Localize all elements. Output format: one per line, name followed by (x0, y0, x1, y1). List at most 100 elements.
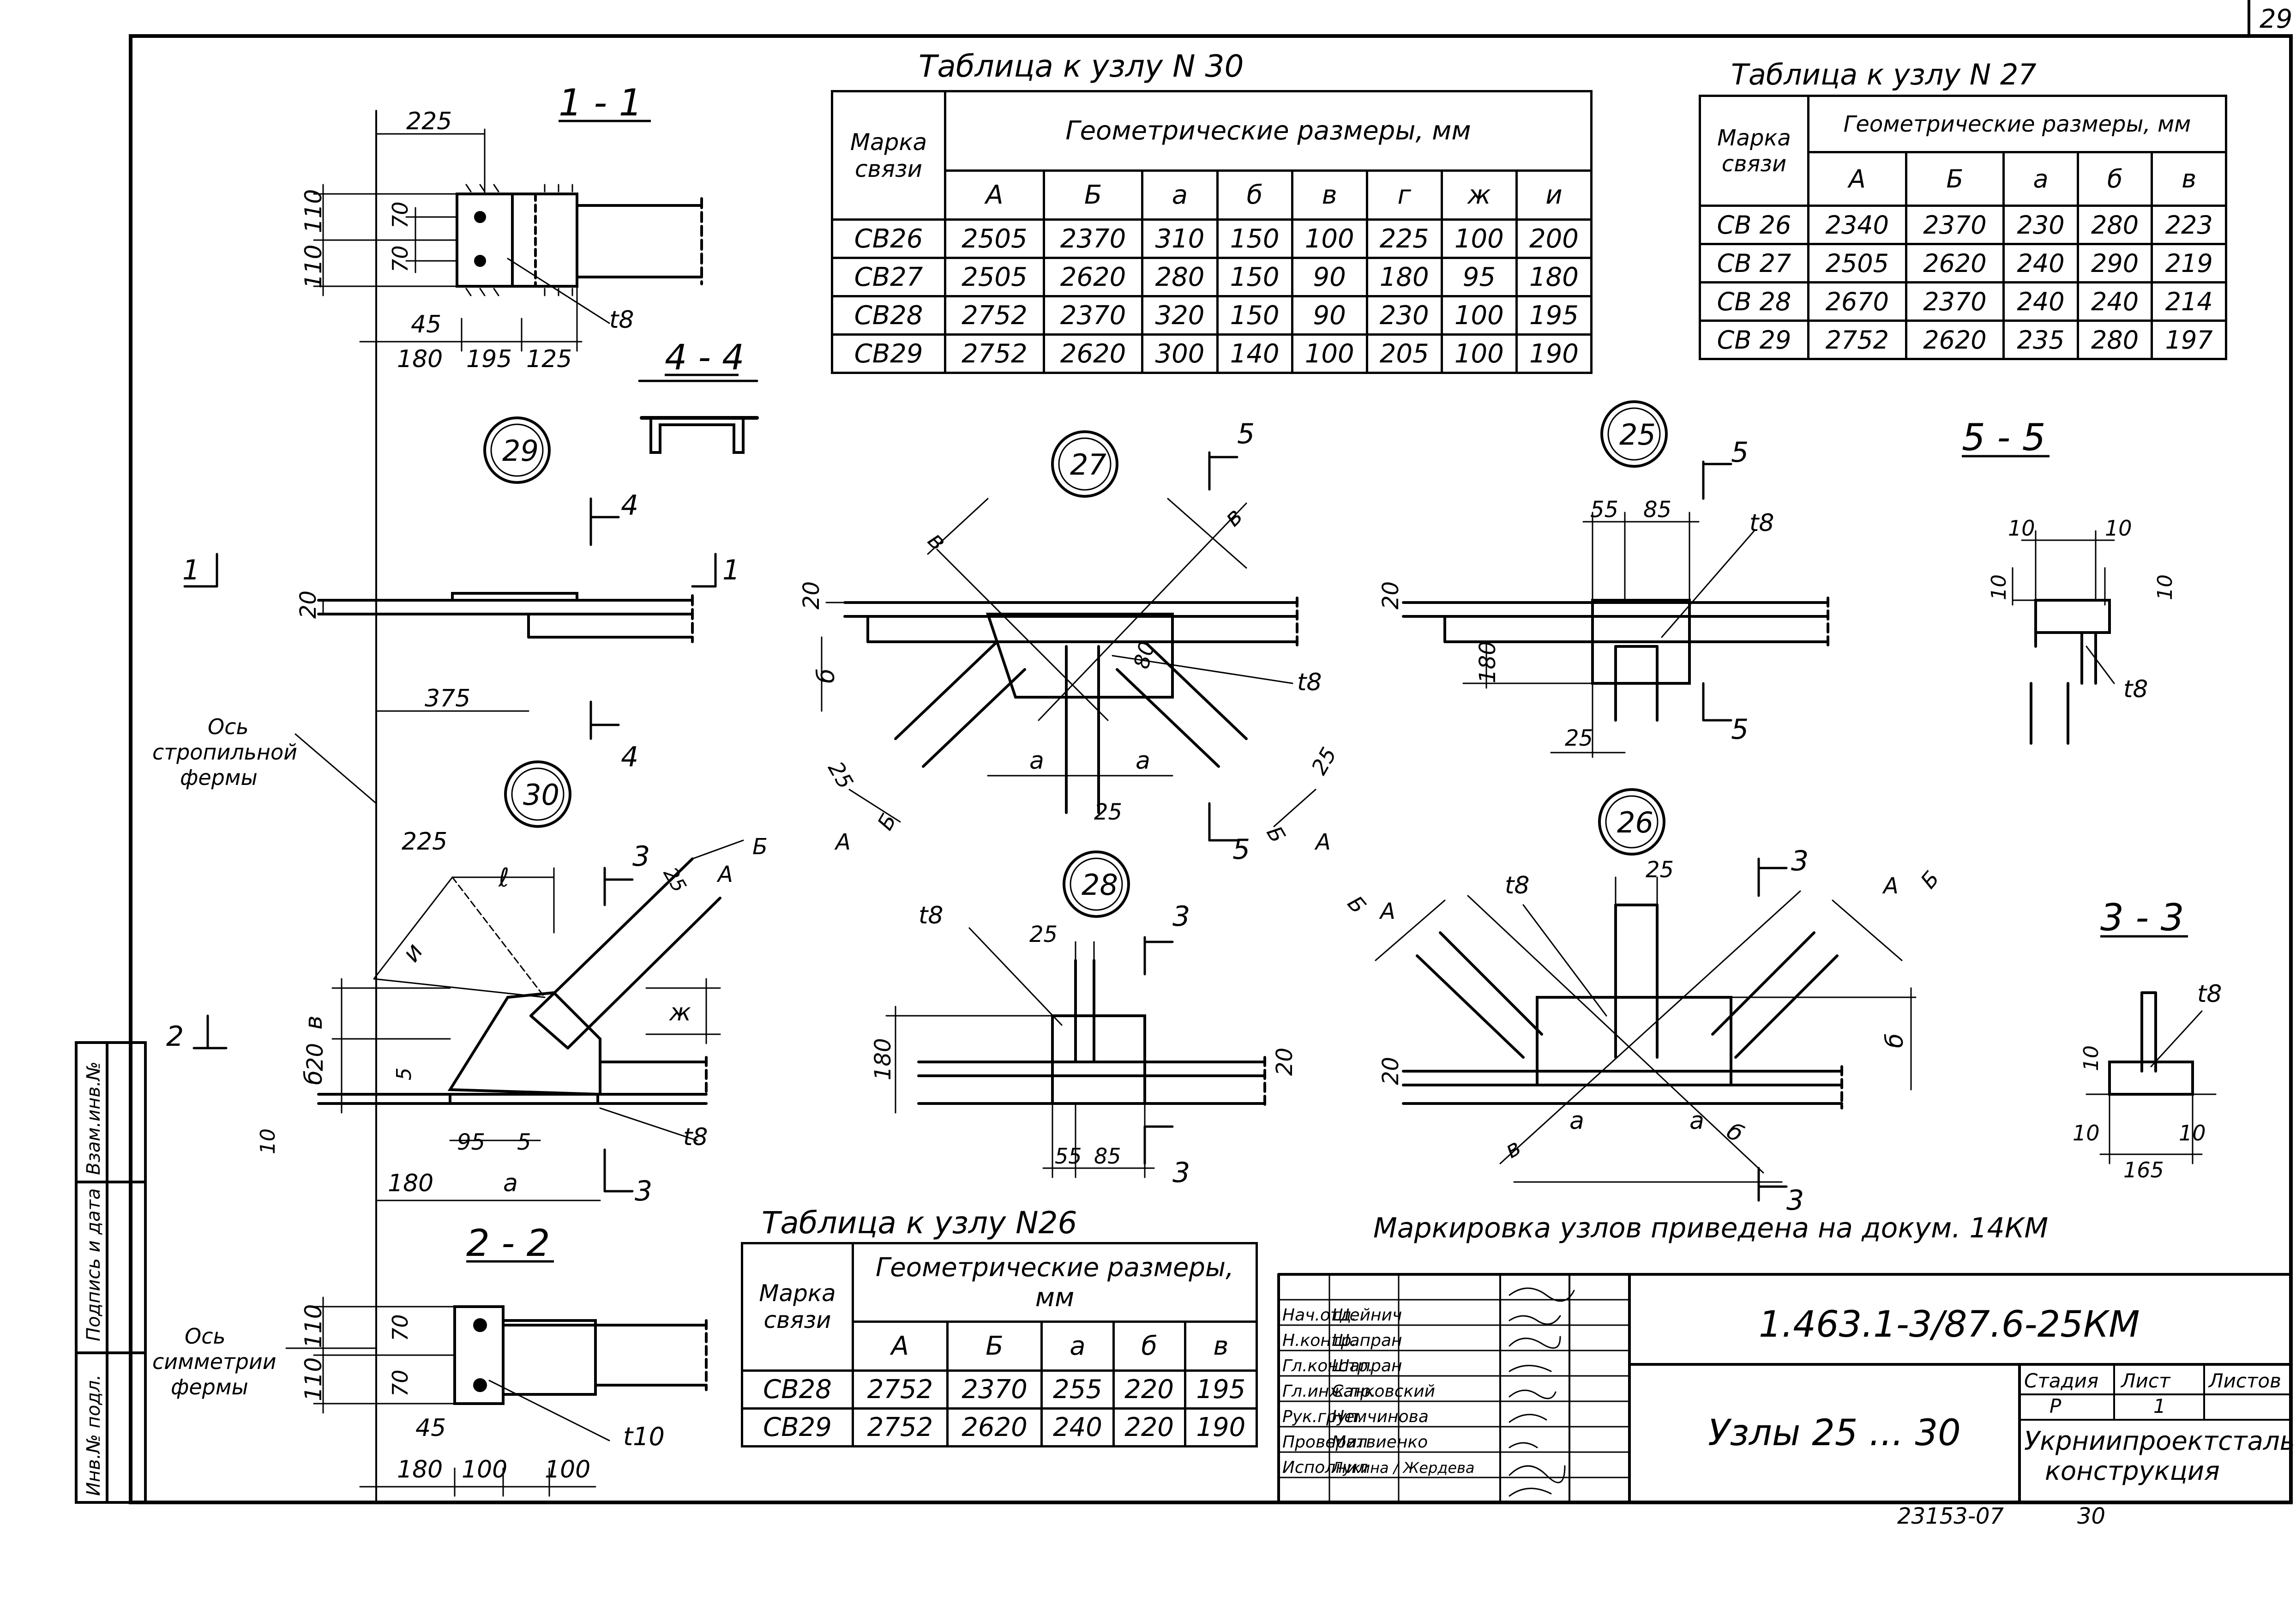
svg-text:3: 3 (1791, 845, 1809, 877)
svg-text:25: 25 (1565, 725, 1593, 751)
svg-text:А: А (716, 862, 733, 887)
section-title: 2 - 2 (466, 1222, 550, 1265)
svg-text:Гл.инж.пр.: Гл.инж.пр. (1282, 1382, 1376, 1401)
section-title: 3 - 3 (2100, 896, 2184, 939)
svg-text:t8: t8 (1297, 669, 1322, 696)
value-cell: 195 (1515, 295, 1593, 336)
value-cell: 2505 (944, 257, 1045, 298)
value-cell: 240 (2002, 243, 2079, 283)
svg-text:45: 45 (415, 1414, 446, 1442)
svg-text:а: а (1136, 747, 1150, 775)
rotated-dim: 10 (1987, 574, 2011, 600)
value-cell: 100 (1291, 333, 1368, 374)
value-cell: 2370 (1905, 205, 2005, 245)
node-26-drawing (1375, 857, 1917, 1202)
side-stamp-label: Подпись и дата (83, 1188, 104, 1341)
rotated-dim: 20 (799, 581, 824, 609)
row-mark-cell: СВ 28 (1699, 281, 1809, 322)
value-cell: 310 (1141, 218, 1219, 259)
value-cell: 2752 (1807, 320, 1907, 360)
section-4-4 (638, 380, 759, 454)
svg-text:95: 95 (457, 1129, 485, 1155)
value-cell: 2620 (946, 1407, 1043, 1448)
svg-text:375: 375 (425, 685, 470, 712)
svg-text:Исполнил: Исполнил (1282, 1458, 1368, 1477)
svg-text:100: 100 (545, 1456, 590, 1483)
column-header: А (852, 1321, 949, 1372)
value-cell: 2752 (944, 333, 1045, 374)
value-cell: 300 (1141, 333, 1219, 374)
table-26: Марка связи Геометрические размеры, мм А… (741, 1242, 1258, 1448)
node-number: 28 (1082, 868, 1118, 902)
svg-text:5: 5 (1232, 833, 1250, 866)
svg-text:25: 25 (1646, 857, 1674, 883)
mark-header: Марка связи (1699, 95, 1809, 207)
rotated-dim: б (812, 668, 840, 683)
svg-text:А: А (1379, 898, 1395, 924)
value-cell: 225 (1365, 218, 1443, 259)
column-header: а (1141, 169, 1219, 221)
svg-text:ж: ж (669, 999, 691, 1026)
value-cell: 2620 (1042, 333, 1144, 374)
svg-text:А: А (1882, 873, 1899, 899)
rotated-dim: 70 (388, 245, 413, 272)
value-cell: 214 (2151, 281, 2227, 322)
axis-sym-label: фермы (171, 1375, 248, 1399)
svg-text:3: 3 (1172, 1157, 1190, 1189)
section-3-3 (2086, 991, 2217, 1164)
value-cell: 180 (1515, 257, 1593, 298)
value-cell: 150 (1216, 257, 1293, 298)
value-cell: 2340 (1807, 205, 1907, 245)
column-header: в (1184, 1321, 1258, 1372)
axis-sym-label: симметрии (152, 1349, 276, 1374)
value-cell: 2752 (852, 1369, 949, 1410)
value-cell: 240 (1040, 1407, 1115, 1448)
column-header: А (1807, 151, 1907, 207)
value-cell: 2370 (1905, 281, 2005, 322)
node-number: 25 (1619, 418, 1656, 452)
column-header: б (1112, 1321, 1186, 1372)
value-cell: 2620 (1905, 320, 2005, 360)
value-cell: 100 (1440, 295, 1518, 336)
value-cell: 2620 (1905, 243, 2005, 283)
rotated-dim: 110 (300, 1357, 327, 1401)
svg-text:5: 5 (1731, 713, 1749, 746)
value-cell: 219 (2151, 243, 2227, 283)
general-note: Маркировка узлов приведена на докум. 14К… (1373, 1212, 2048, 1244)
axis-sym-label: Ось (185, 1324, 226, 1349)
svg-text:Шапран: Шапран (1332, 1331, 1402, 1350)
svg-text:Нач.отд.: Нач.отд. (1282, 1306, 1357, 1325)
svg-text:5: 5 (1731, 436, 1749, 469)
svg-text:а: а (503, 1170, 518, 1197)
value-cell: 90 (1291, 257, 1368, 298)
geom-header: Геометрические размеры, мм (852, 1242, 1258, 1323)
rotated-dim: б (300, 1070, 328, 1085)
value-cell: 100 (1440, 218, 1518, 259)
rotated-dim: 70 (388, 201, 413, 229)
value-cell: 195 (1184, 1369, 1258, 1410)
svg-text:45: 45 (411, 311, 441, 338)
section-title: 4 - 4 (665, 337, 744, 378)
value-cell: 190 (1515, 333, 1593, 374)
svg-text:а: а (1689, 1107, 1704, 1135)
footer-page: 30 (2077, 1503, 2105, 1529)
row-mark-cell: СВ26 (831, 218, 946, 259)
column-header: и (1515, 169, 1593, 221)
section-1-1 (313, 110, 703, 1501)
svg-text:t8: t8 (919, 902, 943, 929)
svg-text:а: а (1569, 1107, 1584, 1135)
value-cell: 95 (1440, 257, 1518, 298)
svg-text:10: 10 (2179, 1121, 2206, 1146)
svg-text:25: 25 (1094, 799, 1122, 825)
row-mark-cell: СВ29 (741, 1407, 854, 1448)
svg-text:1: 1 (722, 554, 740, 586)
column-header: а (1040, 1321, 1115, 1372)
svg-text:2: 2 (166, 1020, 184, 1053)
node-29-circle (483, 416, 551, 484)
section-2-2 (313, 1296, 708, 1497)
value-cell: 2752 (944, 295, 1045, 336)
